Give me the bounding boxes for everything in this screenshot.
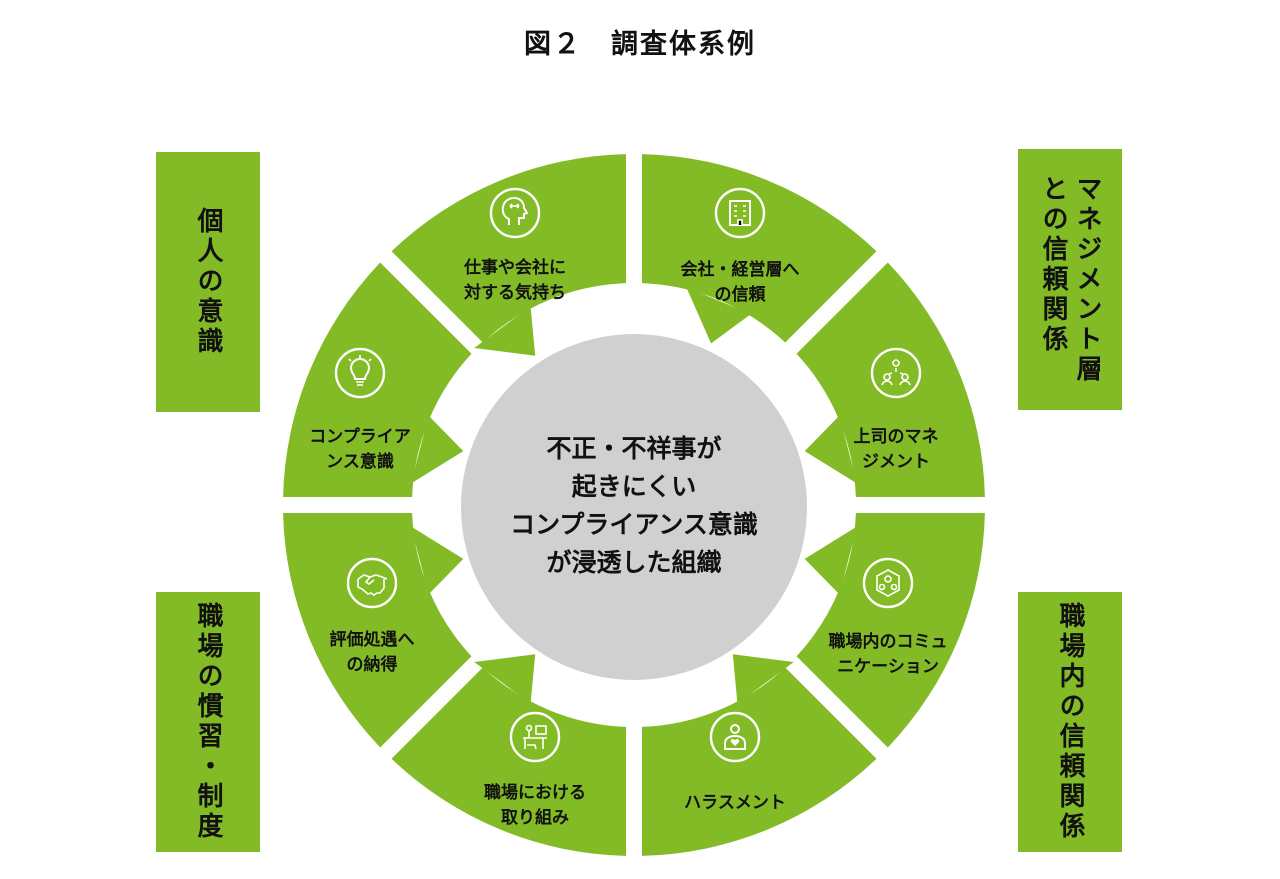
handshake-icon xyxy=(346,557,398,609)
segment-label-line: ンス意識 xyxy=(326,452,394,472)
center-circle-text: 不正・不祥事が 起きにくい コンプライアンス意識 が浸透した組織 xyxy=(484,430,784,582)
segment-label: 職場内のコミュニケーション xyxy=(798,630,978,680)
segment-pointer xyxy=(411,415,464,484)
segment-1 xyxy=(391,154,627,343)
segment-label-line: の信頼 xyxy=(714,285,766,305)
segment-pointer xyxy=(732,654,794,704)
segment-label-line: 対する気持ち xyxy=(464,283,566,303)
hierarchy-people-icon xyxy=(870,347,922,399)
segment-pointer xyxy=(474,306,536,356)
center-line: 不正・不祥事が xyxy=(546,434,722,463)
category-label: マネジメント層 との信頼関係 xyxy=(1038,174,1102,385)
segment-pointer xyxy=(411,526,464,595)
segment-7 xyxy=(283,512,472,748)
segment-label: 上司のマネジメント xyxy=(806,425,986,475)
segment-label-line: ジメント xyxy=(862,452,930,472)
segment-2 xyxy=(641,154,877,343)
figure-title: 図２ 調査体系例 xyxy=(524,29,756,60)
segment-label: 職場における取り組み xyxy=(445,781,625,831)
category-label: 個人の意識 xyxy=(193,207,223,357)
person-heart-icon xyxy=(709,711,761,763)
segment-label-line: コンプライア xyxy=(309,427,411,447)
segment-label: 仕事や会社に対する気持ち xyxy=(425,256,605,306)
network-people-icon xyxy=(862,557,914,609)
segment-label-line: の納得 xyxy=(346,655,398,675)
segment-label: コンプライアンス意識 xyxy=(270,425,450,475)
segment-pointer xyxy=(474,654,536,704)
center-line: 起きにくい xyxy=(571,472,697,501)
segment-pointer xyxy=(804,415,857,484)
segment-label: 評価処遇への納得 xyxy=(282,628,462,678)
center-circle xyxy=(461,334,807,680)
category-box-individual: 個人の意識 xyxy=(156,152,260,412)
building-icon xyxy=(714,187,766,239)
segment-label-line: ハラスメント xyxy=(684,793,786,813)
desk-worker-icon xyxy=(509,711,561,763)
segment-label: ハラスメント xyxy=(645,791,825,816)
segment-8 xyxy=(283,262,472,498)
segment-label-line: 職場内のコミュ xyxy=(828,632,948,652)
segment-4 xyxy=(796,512,985,748)
segment-label-line: 上司のマネ xyxy=(853,427,939,447)
segment-3 xyxy=(796,262,985,498)
segment-label-line: 評価処遇へ xyxy=(329,630,415,650)
category-box-management-trust: マネジメント層 との信頼関係 xyxy=(1018,149,1122,410)
segment-pointer xyxy=(686,287,752,344)
segment-label-line: 会社・経営層へ xyxy=(680,260,800,280)
lightbulb-icon xyxy=(334,347,386,399)
segment-pointer xyxy=(804,526,857,595)
category-label: 職場内の信頼関係 xyxy=(1055,602,1085,842)
center-line: が浸透した組織 xyxy=(546,548,722,577)
segment-label-line: 職場における xyxy=(484,783,586,803)
segment-5 xyxy=(641,667,877,856)
segment-label: 会社・経営層への信頼 xyxy=(650,258,830,308)
category-box-workplace-practice: 職場の慣習・制度 xyxy=(156,592,260,852)
segment-label-line: 仕事や会社に xyxy=(464,258,566,278)
segment-6 xyxy=(391,667,627,856)
center-line: コンプライアンス意識 xyxy=(510,510,758,539)
head-arrows-icon xyxy=(489,187,541,239)
category-box-workplace-trust: 職場内の信頼関係 xyxy=(1018,592,1122,852)
category-label: 職場の慣習・制度 xyxy=(193,602,223,842)
segment-label-line: ニケーション xyxy=(837,657,939,677)
segment-label-line: 取り組み xyxy=(501,808,569,828)
